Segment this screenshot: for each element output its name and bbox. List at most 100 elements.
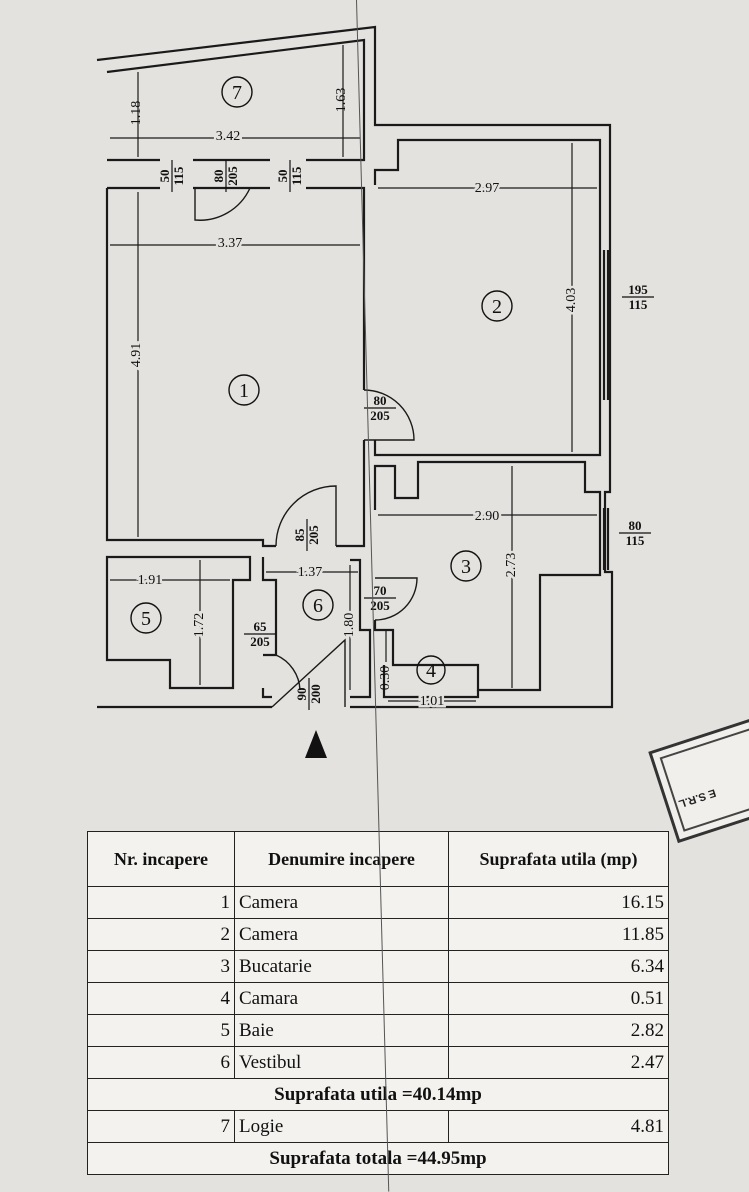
row-name: Bucatarie xyxy=(234,950,449,983)
table-row: 1 Camera 16.15 xyxy=(87,886,669,919)
opening-bottom: 205 xyxy=(370,408,390,423)
subtotal-text: Suprafata utila =40.14mp xyxy=(87,1078,669,1111)
dim-label: 2.90 xyxy=(475,509,500,524)
dim-label: 1.18 xyxy=(129,101,144,126)
room2-wall xyxy=(373,138,602,457)
dim-label: 1.80 xyxy=(342,613,357,638)
rooms-table: Nr. incapere Denumire incapere Suprafata… xyxy=(87,831,669,1175)
row-nr: 3 xyxy=(87,950,235,983)
room6-wall xyxy=(261,557,372,699)
opening-bottom: 205 xyxy=(225,166,240,186)
total-text: Suprafata totala =44.95mp xyxy=(87,1142,669,1175)
row-name: Logie xyxy=(234,1110,449,1143)
opening-bottom: 200 xyxy=(308,684,323,704)
door-swing-entry xyxy=(271,638,346,708)
door-swing-room1 xyxy=(363,389,415,441)
table-row: 2 Camera 11.85 xyxy=(87,918,669,951)
row-area: 16.15 xyxy=(448,886,669,919)
opening-top: 70 xyxy=(374,583,387,598)
opening-bottom: 205 xyxy=(250,634,270,649)
row-name: Baie xyxy=(234,1014,449,1047)
opening-bottom: 205 xyxy=(370,598,390,613)
room3-wall xyxy=(373,460,602,692)
header-area: Suprafata utila (mp) xyxy=(448,831,669,887)
table-header-row: Nr. incapere Denumire incapere Suprafata… xyxy=(87,831,669,887)
opening-top: 85 xyxy=(292,528,307,542)
row-name: Camera xyxy=(234,886,449,919)
floor-plan: 7 1 2 3 4 5 6 1.18 1.63 3.42 3.37 4.91 2… xyxy=(96,25,654,758)
opening-bottom: 115 xyxy=(171,166,186,185)
outer-wall xyxy=(96,25,614,709)
room-markers: 7 1 2 3 4 5 6 xyxy=(130,76,513,685)
row-area: 11.85 xyxy=(448,918,669,951)
door-swing-logie xyxy=(194,187,251,221)
row-name: Camera xyxy=(234,918,449,951)
row-area: 6.34 xyxy=(448,950,669,983)
row-area: 2.82 xyxy=(448,1014,669,1047)
dim-label: 3.42 xyxy=(216,129,241,144)
row-area: 4.81 xyxy=(448,1110,669,1143)
table-row: 3 Bucatarie 6.34 xyxy=(87,950,669,983)
opening-bottom: 115 xyxy=(289,166,304,185)
opening-top: 65 xyxy=(254,619,268,634)
subtotal-row: Suprafata utila =40.14mp xyxy=(87,1078,669,1111)
room-number: 4 xyxy=(426,660,436,682)
dim-label: 1.63 xyxy=(334,88,349,113)
room-number: 1 xyxy=(239,380,249,402)
opening-top: 195 xyxy=(628,282,648,297)
room-number: 2 xyxy=(492,296,502,318)
room4-wall xyxy=(382,665,480,699)
opening-bottom: 205 xyxy=(306,525,321,545)
dim-label: 4.03 xyxy=(564,288,579,313)
dim-label: 4.91 xyxy=(129,343,144,368)
row-nr: 2 xyxy=(87,918,235,951)
opening-top: 80 xyxy=(374,393,387,408)
table-row: 6 Vestibul 2.47 xyxy=(87,1046,669,1079)
table-row: 7 Logie 4.81 xyxy=(87,1110,669,1143)
room-number: 5 xyxy=(141,608,151,630)
dim-label: 2.73 xyxy=(504,553,519,578)
row-name: Vestibul xyxy=(234,1046,449,1079)
opening-labels: 50 115 80 205 50 115 195 115 80 205 85 2… xyxy=(157,160,654,710)
dim-label: 0.30 xyxy=(378,666,393,691)
door-swing-bath xyxy=(275,654,301,691)
dim-label: 1.91 xyxy=(138,573,163,588)
inner-wall xyxy=(106,38,366,162)
opening-bottom: 115 xyxy=(629,297,648,312)
dim-label: 2.97 xyxy=(475,181,500,196)
opening-top: 90 xyxy=(294,688,309,701)
room-number: 7 xyxy=(232,82,242,104)
dim-label: 1.37 xyxy=(298,565,323,580)
opening-top: 80 xyxy=(211,170,226,183)
dim-label: 1.01 xyxy=(420,694,445,709)
dimension-labels: 1.18 1.63 3.42 3.37 4.91 2.97 4.03 2.90 … xyxy=(127,88,582,712)
header-name: Denumire incapere xyxy=(234,831,449,887)
opening-top: 80 xyxy=(629,518,642,533)
room5-wall xyxy=(105,555,252,690)
room2-window xyxy=(602,250,610,400)
opening-top: 50 xyxy=(275,170,290,183)
row-area: 0.51 xyxy=(448,982,669,1015)
table-row: 4 Camara 0.51 xyxy=(87,982,669,1015)
door-swing-hall xyxy=(275,485,337,547)
dim-label: 3.37 xyxy=(218,236,243,251)
room3-window xyxy=(602,508,610,570)
entrance-arrow-icon xyxy=(305,730,327,758)
opening-bottom: 115 xyxy=(626,533,645,548)
table-row: 5 Baie 2.82 xyxy=(87,1014,669,1047)
row-name: Camara xyxy=(234,982,449,1015)
room-number: 3 xyxy=(461,556,471,578)
row-nr: 4 xyxy=(87,982,235,1015)
row-nr: 7 xyxy=(87,1110,235,1143)
opening-top: 50 xyxy=(157,170,172,183)
row-nr: 5 xyxy=(87,1014,235,1047)
row-nr: 1 xyxy=(87,886,235,919)
door-swing-kitchen xyxy=(374,577,418,621)
total-row: Suprafata totala =44.95mp xyxy=(87,1142,669,1175)
header-nr: Nr. incapere xyxy=(87,831,235,887)
row-nr: 6 xyxy=(87,1046,235,1079)
dim-label: 1.72 xyxy=(192,613,207,638)
row-area: 2.47 xyxy=(448,1046,669,1079)
room1-wall xyxy=(105,186,366,548)
room-number: 6 xyxy=(313,595,323,617)
